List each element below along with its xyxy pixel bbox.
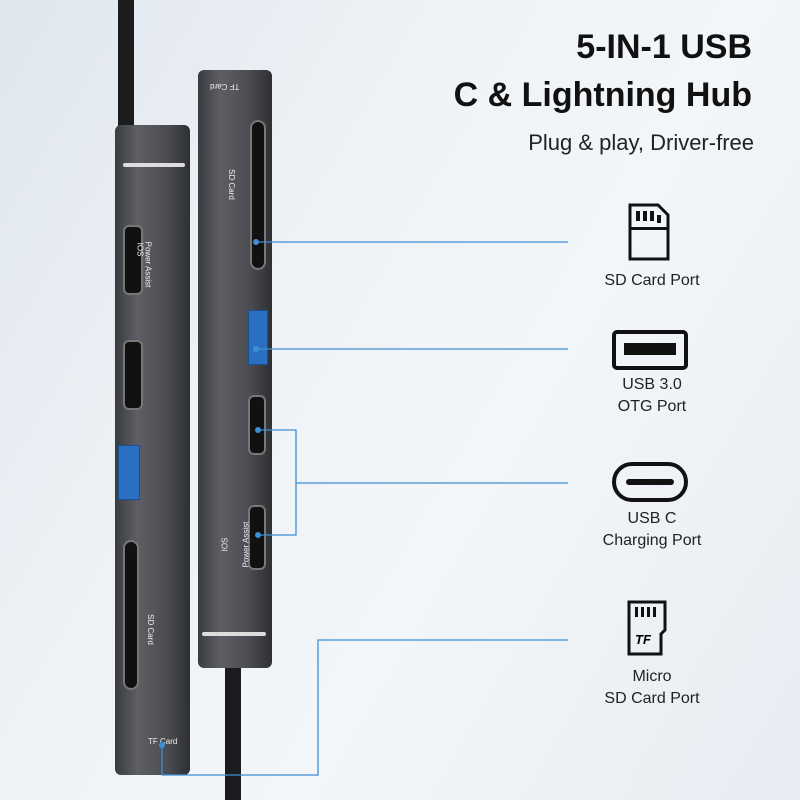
hub-device-right: TF Card SD Card IOS Power Assist — [198, 70, 272, 668]
feature-usb-c: USB C Charging Port — [572, 508, 732, 552]
title-line-2: C & Lightning Hub — [453, 76, 752, 114]
micro-sd-line2: SD Card Port — [604, 690, 700, 707]
cable-left — [118, 0, 134, 130]
tf-card-label: TF Card — [148, 737, 178, 746]
hub-device-left: IOS Power Assist SD Card TF Card — [115, 125, 190, 775]
micro-sd-card-icon: TF — [627, 600, 667, 656]
feature-micro-sd: Micro SD Card Port — [572, 666, 732, 710]
subtitle: Plug & play, Driver-free — [528, 130, 754, 155]
feature-sd-card: SD Card Port — [604, 272, 700, 289]
usb-a-line1: USB 3.0 — [622, 376, 682, 393]
tf-icon-text: TF — [635, 632, 651, 647]
title-line-1: 5-IN-1 USB — [576, 28, 752, 66]
usb-c-line1: USB C — [627, 510, 677, 527]
micro-sd-line1: Micro — [632, 668, 672, 685]
usb-c-line2: Charging Port — [602, 532, 702, 549]
usb-a-port-icon — [612, 330, 688, 370]
usb-c-port-icon — [612, 462, 688, 502]
usb-a-line2: OTG Port — [617, 398, 687, 415]
sd-card-icon — [628, 203, 670, 261]
cable-right — [225, 660, 241, 800]
